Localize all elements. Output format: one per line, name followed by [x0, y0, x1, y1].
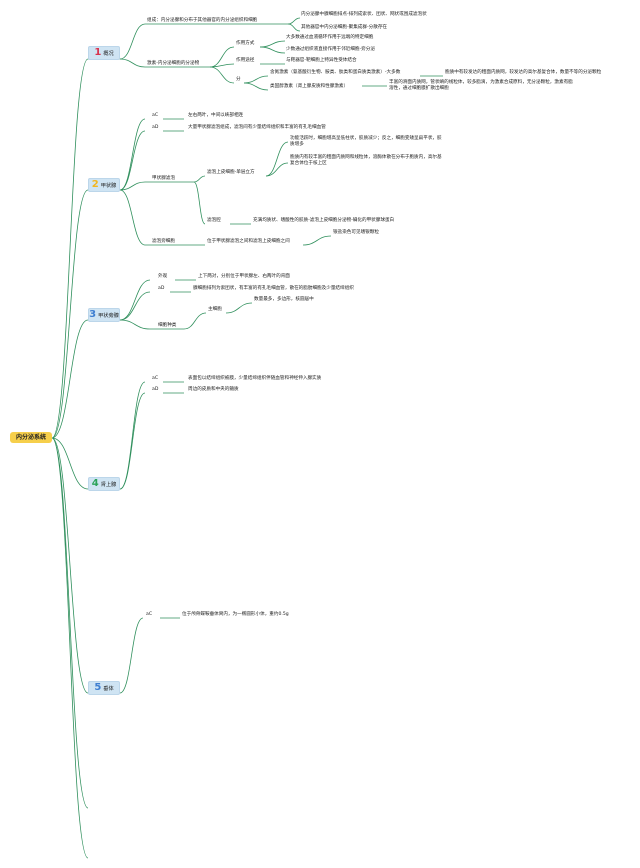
b1-steroid-hormone-desc[interactable]: 丰富的滑面内质网，管状嵴的线粒体，较多脂滴，为激素合成原料，无分泌颗粒，激素有脂…	[389, 80, 573, 92]
b3-ad-text[interactable]: 腺细胞排列为索团状，有丰富的有孔毛细血管，散在的脂肪细胞及少量结缔组织	[193, 286, 354, 291]
root-link-6	[51, 437, 89, 809]
b5-ac[interactable]: aC	[146, 612, 153, 617]
b2-follicle-epithelium[interactable]: 滤泡上皮细胞-单层立方	[207, 170, 255, 175]
b3-link-c1t	[225, 302, 253, 314]
b2-s1-text[interactable]: 左右两叶，中间以峡部相连	[188, 113, 244, 118]
b1-action-path[interactable]: 作用途径	[236, 58, 255, 63]
branch-1-node[interactable]: 1 概况	[88, 46, 120, 60]
b3-ad[interactable]: aD	[158, 286, 165, 291]
b2-link-s2	[119, 130, 146, 191]
b1-action-mode-b[interactable]: 少数通过组织液直接作用于邻近细胞-旁分泌	[286, 47, 375, 52]
b1-composition[interactable]: 组成：内分泌腺和分布于其他器官的内分泌组织和细胞	[147, 18, 258, 23]
b3-link-c1	[183, 312, 207, 330]
b3-appearance-text[interactable]: 上下两对，分别位于甲状腺左、右两叶的背面	[198, 274, 290, 279]
b2-link-f	[119, 181, 146, 191]
b2-link-pt1	[302, 235, 332, 246]
b1-link-composition	[119, 23, 146, 60]
branch-4-label: 肾上腺	[100, 481, 117, 488]
b1-link-m3a	[243, 75, 269, 84]
root-link-7	[51, 437, 89, 859]
b3-chief-cell[interactable]: 主细胞	[208, 307, 222, 312]
b3-link-a	[119, 279, 151, 321]
b3-link-b	[119, 291, 151, 321]
root-link-1	[51, 58, 89, 439]
b4-link-a	[119, 381, 146, 490]
b5-link-a	[119, 617, 144, 694]
b2-link-f1b	[265, 162, 289, 177]
b1-link-m3b	[243, 82, 269, 91]
b1-link-c1b	[287, 23, 301, 32]
b1-steroid-hormone[interactable]: 类固醇激素（肾上腺皮质和性腺激素）	[270, 84, 349, 89]
b2-link-f1a	[265, 141, 289, 177]
b4-link-b	[119, 392, 146, 490]
root-link-2	[51, 189, 89, 439]
b3-link-c	[119, 319, 151, 330]
b4-ad[interactable]: aD	[152, 387, 159, 392]
b1-nitrogen-hormone-desc[interactable]: 胞质中有较发达的粗面内质网，较发达的高尔基复合体，数量不等的分泌颗粒	[445, 70, 602, 75]
branch-5-label: 垂体	[103, 685, 114, 692]
branch-2-node[interactable]: 2 甲状腺	[88, 178, 120, 192]
b1-action-mode-a[interactable]: 大多数通过血液循环作用于远端的特定细胞	[286, 35, 374, 40]
root-link-5	[51, 437, 89, 694]
b4-ad-text[interactable]: 周边的皮质和中央的髓质	[188, 387, 239, 392]
b2-link-s1	[119, 118, 146, 191]
b2-s1[interactable]: aC	[152, 113, 159, 118]
b2-follicle-epithelium-a[interactable]: 功能活跃时，细胞增高呈低柱状，胶质减少；反之，细胞变矮呈扁平状，胶质增多	[290, 136, 442, 148]
b5-ac-text[interactable]: 位于颅骨蝶鞍垂体窝内，为一椭圆形小体，重约0.5g	[182, 612, 289, 617]
branch-2-label: 甲状腺	[100, 182, 117, 189]
b1-composition-a[interactable]: 内分泌腺中腺细胞排点-排列成索状、团状、网状或围成滤泡状	[301, 12, 427, 17]
b1-hormone[interactable]: 激素-内分泌细胞的分泌物	[147, 61, 200, 66]
b2-parafollicular-text[interactable]: 位于甲状腺滤泡之间和滤泡上皮细胞之间	[207, 239, 290, 244]
b2-link-f1	[193, 175, 206, 183]
b2-follicle-cavity-text[interactable]: 充满均质状、嗜酸性的胶质-滤泡上皮细胞分泌物-碘化的甲状腺球蛋白	[253, 218, 395, 223]
branch-3-label: 甲状旁腺	[98, 312, 119, 319]
branch-4-number: 4	[91, 478, 99, 489]
b1-link-m2	[209, 63, 235, 68]
b2-follicle[interactable]: 甲状腺滤泡	[152, 176, 175, 181]
b1-classification[interactable]: 分	[236, 77, 241, 82]
b2-link-p	[119, 189, 146, 246]
b1-link-hormone	[119, 58, 146, 68]
b4-ac[interactable]: aC	[152, 376, 159, 381]
root-link-3	[51, 319, 89, 439]
b1-nitrogen-hormone[interactable]: 含氮激素（氨基酸衍生物、胺类、肽类和蛋白质类激素）-大多数	[270, 70, 401, 75]
branch-4-node[interactable]: 4 肾上腺	[88, 477, 120, 491]
branch-1-number: 1	[94, 47, 102, 58]
root-node[interactable]: 内分泌系统	[10, 432, 52, 443]
b3-cell-types[interactable]: 细胞种类	[158, 323, 177, 328]
b3-chief-cell-text[interactable]: 数量最多，多边形，核圆居中	[254, 297, 314, 302]
branch-1-label: 概况	[103, 50, 114, 57]
branch-3-number: 3	[89, 309, 97, 320]
b1-action-mode[interactable]: 作用方式	[236, 41, 255, 46]
b1-link-m1	[209, 46, 235, 68]
root-link-4	[51, 437, 89, 490]
branch-5-node[interactable]: 5 垂体	[88, 681, 120, 695]
branch-2-number: 2	[91, 179, 99, 190]
b1-link-m1a	[259, 40, 286, 48]
b2-parafollicular-stain[interactable]: 银盐染色可见嗜银颗粒	[333, 230, 379, 235]
b1-link-c1a	[287, 17, 301, 25]
b1-link-m1b	[259, 46, 286, 54]
b2-follicle-cavity[interactable]: 滤泡腔	[207, 218, 221, 223]
b3-appearance[interactable]: 外观	[158, 274, 168, 279]
b2-link-f2	[193, 181, 206, 225]
b1-composition-b[interactable]: 其他器官中内分泌细胞-聚集成群-分散存在	[301, 25, 388, 30]
branch-3-node[interactable]: 3 甲状旁腺	[88, 308, 120, 322]
b4-ac-text[interactable]: 表面包以结缔组织被膜，少量结缔组织伴随血管和神经伸入腺实质	[188, 376, 322, 381]
b2-s2-text[interactable]: 大量甲状腺滤泡组成，滤泡间有少量结缔组织和丰富的有孔毛细血管	[188, 125, 326, 130]
b1-link-m3	[209, 66, 235, 84]
b1-action-path-a[interactable]: 与靶器官-靶细胞上特异性受体结合	[286, 58, 357, 63]
b2-follicle-epithelium-b[interactable]: 胞质内有较丰富的粗面内质网和线粒体，溶酶体散在分布于胞质内，高尔基复合体位于核上…	[290, 155, 442, 167]
b2-s2[interactable]: aD	[152, 125, 159, 130]
branch-5-number: 5	[94, 682, 102, 693]
b2-parafollicular[interactable]: 滤泡旁细胞	[152, 239, 175, 244]
